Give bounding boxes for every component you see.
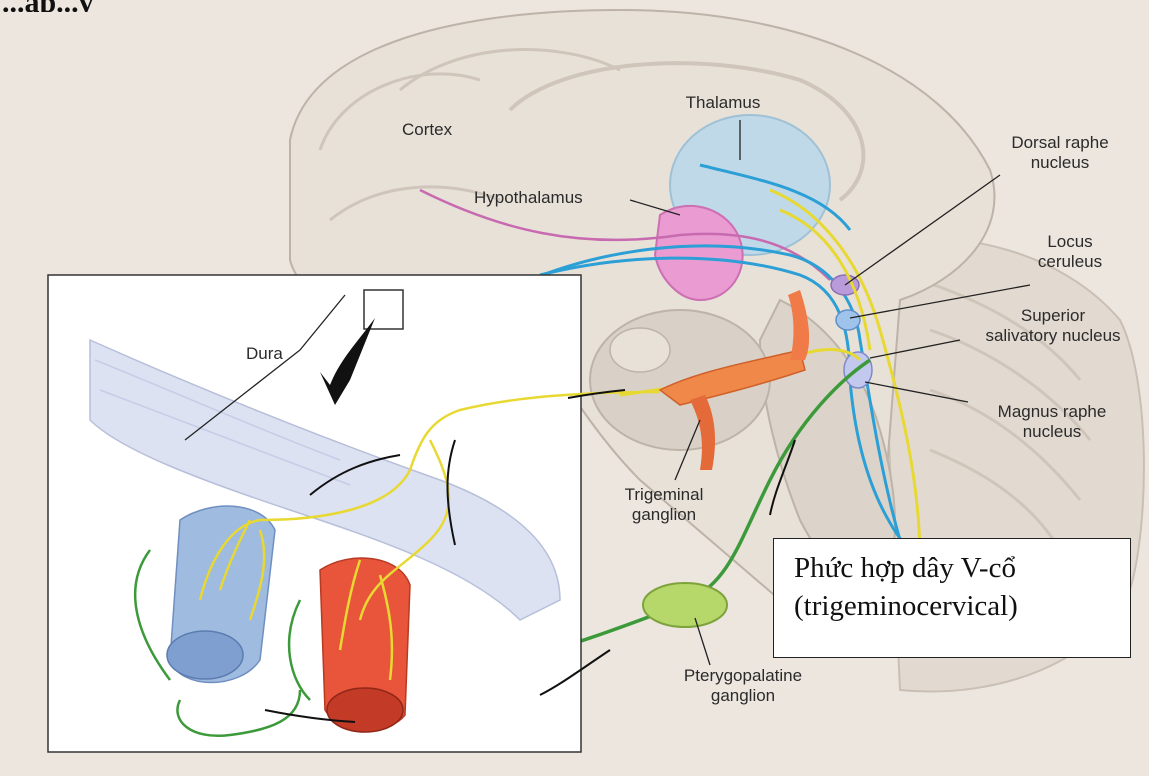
label-thalamus: Thalamus [668,93,778,113]
label-trigeminal-ganglion: Trigeminal ganglion [604,485,724,525]
label-magnus-raphe: Magnus raphe nucleus [968,402,1136,442]
label-superior-salivatory: Superior salivatory nucleus [960,306,1146,346]
label-locus-ceruleus: Locus ceruleus [1020,232,1120,272]
label-hypothalamus: Hypothalamus [474,188,583,208]
label-pterygopalatine-ganglion: Pterygopalatine ganglion [674,666,812,706]
label-dura: Dura [246,344,283,364]
caption-line-2: (trigeminocervical) [794,587,1130,625]
inset-artery [320,558,410,732]
caption-line-1: Phức hợp dây V-cổ [794,549,1130,587]
page-heading-fragment: ...ap...y [2,0,94,12]
caption-box: Phức hợp dây V-cổ (trigeminocervical) [773,538,1131,658]
pterygopalatine-ganglion-shape [643,583,727,627]
label-dorsal-raphe: Dorsal raphe nucleus [980,133,1140,173]
label-cortex: Cortex [402,120,452,140]
